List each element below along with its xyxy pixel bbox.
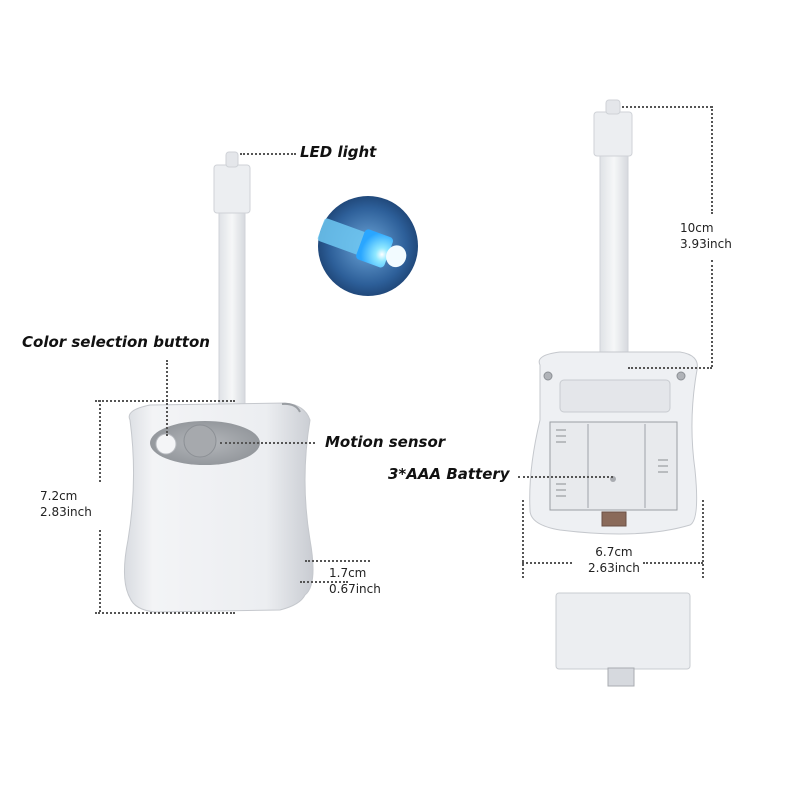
height-cm: 7.2cm xyxy=(40,489,78,503)
arm-length-dimension: 10cm 3.93inch xyxy=(680,220,732,252)
battery-leader-line xyxy=(518,476,613,478)
motion-sensor-label: Motion sensor xyxy=(325,433,446,451)
battery-label: 3*AAA Battery xyxy=(388,465,510,483)
arm-bottom-line xyxy=(628,367,712,369)
height-bottom-line xyxy=(95,612,235,614)
motion-leader-line xyxy=(220,442,315,444)
depth-bottom-line xyxy=(300,581,348,583)
width-cm: 6.7cm xyxy=(595,545,633,559)
arm-vline-top xyxy=(711,106,713,214)
led-leader-line xyxy=(240,153,296,155)
width-inch: 2.63inch xyxy=(588,561,640,575)
width-hline-right xyxy=(643,562,703,564)
arm-top-line xyxy=(622,106,712,108)
width-hline-left xyxy=(522,562,572,564)
arm-cm: 10cm xyxy=(680,221,714,235)
depth-top-line xyxy=(305,560,370,562)
depth-cm: 1.7cm xyxy=(329,566,367,580)
width-dimension: 6.7cm 2.63inch xyxy=(588,544,640,576)
height-vline-top xyxy=(99,400,101,482)
height-inch: 2.83inch xyxy=(40,505,92,519)
height-dimension: 7.2cm 2.83inch xyxy=(40,488,92,520)
width-left-line xyxy=(522,500,524,578)
height-vline-bottom xyxy=(99,530,101,612)
width-right-line xyxy=(702,500,704,578)
height-top-line xyxy=(95,400,235,402)
led-light-label: LED light xyxy=(300,143,377,161)
color-selection-button-label: Color selection button xyxy=(22,333,210,351)
button-leader-line xyxy=(166,360,168,436)
depth-dimension: 1.7cm 0.67inch xyxy=(329,565,381,597)
arm-vline-bottom xyxy=(711,260,713,367)
arm-inch: 3.93inch xyxy=(680,237,732,251)
depth-inch: 0.67inch xyxy=(329,582,381,596)
